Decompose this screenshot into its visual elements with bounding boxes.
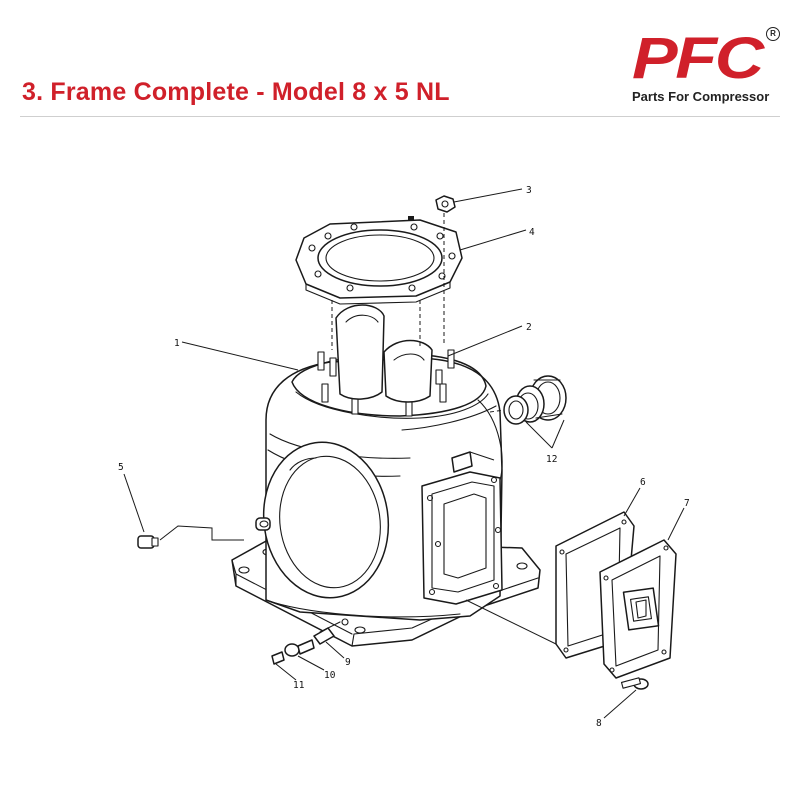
leader-line-11 [275, 663, 297, 681]
logo-mark: PFC [632, 26, 764, 91]
callout-1: 1 [174, 338, 180, 349]
callout-6: 6 [640, 477, 646, 488]
stud-bolts [317, 349, 455, 417]
breather-plug [137, 517, 271, 549]
page-title: 3. Frame Complete - Model 8 x 5 NL [22, 78, 450, 106]
callout-11: 11 [293, 680, 305, 691]
top-flange-plate [295, 216, 463, 305]
leader-line-3 [453, 188, 523, 203]
leader-line-12a [525, 421, 553, 449]
leader-line-1 [181, 341, 299, 371]
callout-2: 2 [526, 322, 532, 333]
leader-line-7 [667, 507, 685, 541]
registered-mark: R [766, 27, 780, 41]
inspection-cover-plate [599, 539, 677, 679]
header-divider [20, 116, 780, 117]
callout-12: 12 [546, 454, 557, 465]
callout-8: 8 [596, 718, 602, 729]
callout-7: 7 [684, 498, 690, 509]
leader-line-6 [623, 487, 641, 517]
callout-9: 9 [345, 657, 351, 668]
callout-3: 3 [526, 185, 532, 196]
leader-line-10 [297, 655, 325, 671]
drain-fittings [271, 618, 349, 665]
crosshead-guide [335, 304, 433, 403]
leader-line-8 [603, 689, 637, 719]
side-inspection-opening [421, 451, 503, 605]
leader-line-9 [325, 641, 345, 659]
callout-10: 10 [324, 670, 336, 681]
pfc-logo: PFC R Parts For Compressor [632, 26, 782, 110]
hex-nut [435, 195, 456, 213]
leader-line-4 [459, 229, 527, 251]
cover-bolt [620, 677, 649, 690]
leader-line-5 [123, 473, 145, 533]
callout-4: 4 [529, 227, 535, 238]
side-connection-fittings [489, 375, 567, 425]
callout-5: 5 [118, 462, 124, 473]
leader-line-2 [447, 325, 523, 357]
leader-line-12b [551, 419, 565, 449]
logo-tagline: Parts For Compressor [632, 89, 770, 104]
